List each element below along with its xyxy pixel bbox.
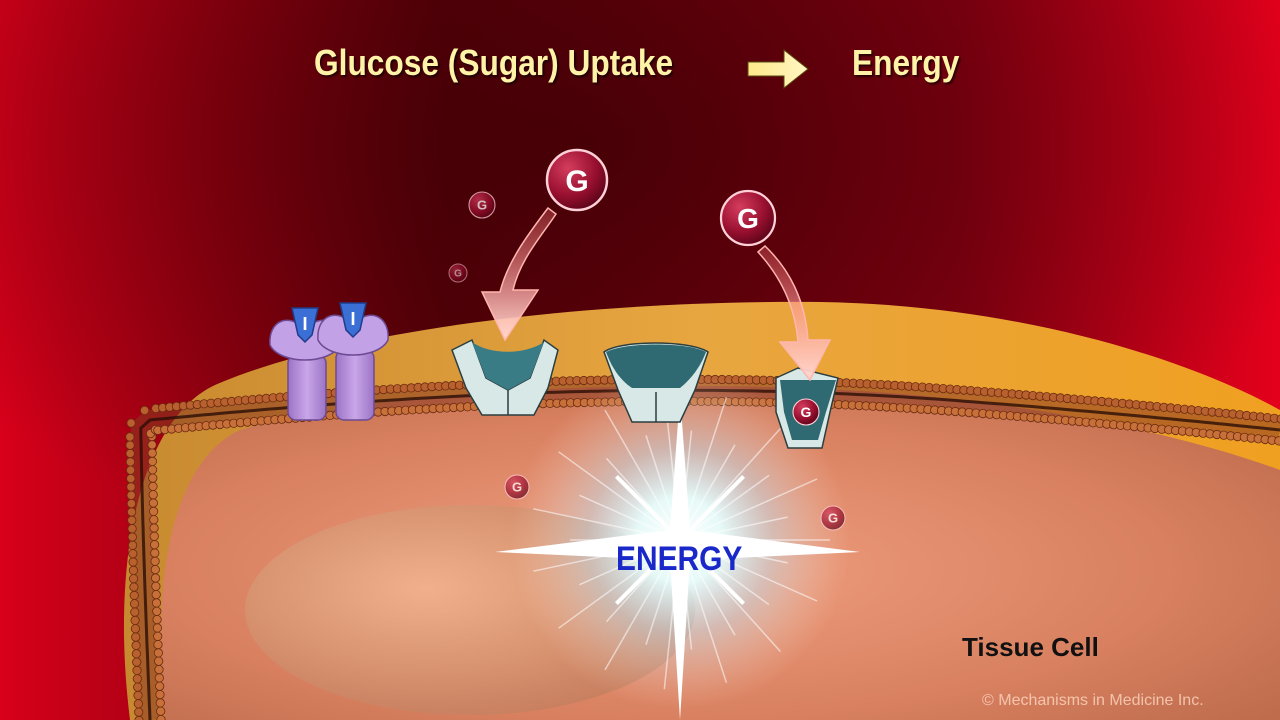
glucose-molecule: G [468,191,496,219]
glucose-label: G [512,480,522,495]
insulin-receptor: I [317,302,389,421]
glucose-molecule: G [719,189,777,247]
glucose-label: G [828,511,838,526]
glucose-label: G [454,269,462,280]
glucose-transporter [603,342,709,423]
title-arrow-icon [747,48,809,90]
glucose-molecule: G [448,263,468,283]
glucose-transporter [451,338,559,416]
glucose-molecule: G [792,398,820,426]
copyright-notice: © Mechanisms in Medicine Inc. [982,692,1204,709]
insulin-label: I [302,314,307,334]
insulin-molecule [339,302,367,339]
glucose-label: G [565,165,588,198]
arrow-to-transporter-1 [480,206,558,342]
glucose-molecule: G [545,148,609,212]
glucose-label: G [801,404,812,420]
insulin-molecule [291,307,319,344]
energy-label: ENERGY [616,540,743,578]
arrow-to-transporter-3 [756,244,832,382]
insulin-label: I [350,309,355,329]
glucose-molecule: G [504,474,530,500]
insulin-receptor: I [269,307,341,421]
tissue-cell-label: Tissue Cell [962,632,1099,662]
energy-burst [495,370,860,720]
title-glucose-uptake: Glucose (Sugar) Uptake [314,42,674,83]
glucose-molecule: G [820,505,846,531]
title-energy: Energy [852,42,960,83]
glucose-label: G [477,198,487,213]
glucose-label: G [737,203,759,234]
